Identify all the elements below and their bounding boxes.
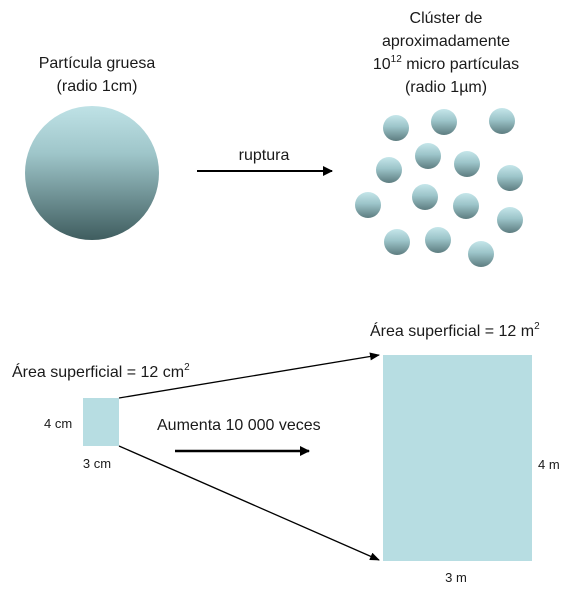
growth-label: Aumenta 10 000 veces [157, 417, 321, 434]
micro-particle [489, 108, 515, 134]
micro-particle [468, 241, 494, 267]
micro-particle [412, 184, 438, 210]
large-square [383, 355, 532, 561]
rupture-label: ruptura [239, 147, 290, 164]
coarse-particle-label-line1: Partícula gruesa [39, 55, 156, 72]
large-area-label: Área superficial = 12 m2 [370, 321, 540, 340]
cluster-label-line2: aproximadamente [382, 33, 510, 50]
micro-particle-cluster [355, 108, 523, 267]
micro-particle [454, 151, 480, 177]
micro-particle [497, 165, 523, 191]
large-area-text: Área superficial = 12 m [370, 321, 534, 340]
small-width-label: 3 cm [83, 456, 111, 471]
micro-particle [376, 157, 402, 183]
cluster-count-base: 10 [373, 56, 391, 73]
large-height-label: 4 m [538, 457, 560, 472]
coarse-particle-label-line2: (radio 1cm) [57, 78, 138, 95]
micro-particle [453, 193, 479, 219]
micro-particle [355, 192, 381, 218]
large-area-exponent: 2 [534, 321, 540, 332]
micro-particle [415, 143, 441, 169]
small-height-label: 4 cm [44, 416, 72, 431]
coarse-particle [25, 106, 159, 240]
small-area-text: Área superficial = 12 cm [12, 362, 184, 381]
expand-line-top [118, 352, 380, 399]
cluster-count-exponent: 12 [391, 54, 403, 65]
expand-line-bottom [118, 445, 380, 561]
micro-particle [425, 227, 451, 253]
micro-particle [497, 207, 523, 233]
small-square [83, 398, 119, 446]
cluster-count-rest: micro partículas [402, 56, 519, 73]
cluster-label-line3: 1012 micro partículas [373, 54, 519, 73]
cluster-label-line4: (radio 1µm) [405, 79, 487, 96]
cluster-label-line1: Clúster de [410, 10, 483, 27]
large-width-label: 3 m [445, 570, 467, 585]
micro-particle [431, 109, 457, 135]
small-area-exponent: 2 [184, 362, 190, 373]
micro-particle [384, 229, 410, 255]
micro-particle [383, 115, 409, 141]
small-area-label: Área superficial = 12 cm2 [12, 362, 190, 381]
